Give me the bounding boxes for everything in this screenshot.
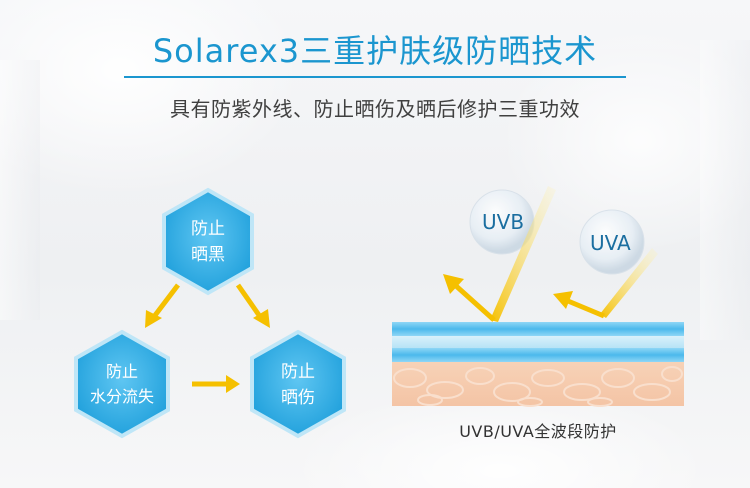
background-panel-left	[0, 60, 40, 320]
hexagon-left-label: 防止 水分流失	[76, 358, 168, 412]
arrow-top-to-left	[145, 283, 180, 328]
uva-label: UVA	[590, 231, 631, 255]
uvb-label: UVB	[482, 210, 525, 234]
hexagon-left-line2: 水分流失	[89, 387, 154, 406]
arrow-left-to-right	[192, 375, 240, 393]
hexagon-right	[250, 329, 346, 439]
skin-layer-blue	[392, 348, 684, 362]
page-subtitle: 具有防紫外线、防止晒伤及晒后修护三重功效	[170, 97, 580, 121]
skin-layer-outer	[392, 322, 684, 336]
hexagon-top-line2: 晒黑	[191, 245, 225, 265]
hexagon-right-label: 防止 晒伤	[252, 358, 344, 412]
skin-cells	[393, 366, 683, 407]
hexagon-left-line1: 防止	[105, 362, 138, 381]
background-panel-right	[700, 40, 750, 340]
uv-caption: UVB/UVA全波段防护	[459, 422, 617, 441]
page-title: Solarex3三重护肤级防晒技术	[152, 32, 598, 70]
hexagon-top-line1: 防止	[191, 219, 225, 239]
skin-layer-protective	[392, 336, 684, 348]
hexagon-left	[74, 329, 170, 439]
arrow-top-to-right	[235, 283, 270, 328]
hexagon-right-line2: 晒伤	[281, 388, 315, 408]
hexagon-right-line1: 防止	[281, 362, 315, 382]
uva-ray	[553, 248, 658, 319]
title-underline	[124, 76, 626, 78]
uvb-ray	[443, 186, 556, 322]
hexagon-top	[162, 187, 254, 296]
hexagon-top-label: 防止 晒黑	[164, 215, 252, 269]
uva-bubble	[579, 209, 645, 275]
